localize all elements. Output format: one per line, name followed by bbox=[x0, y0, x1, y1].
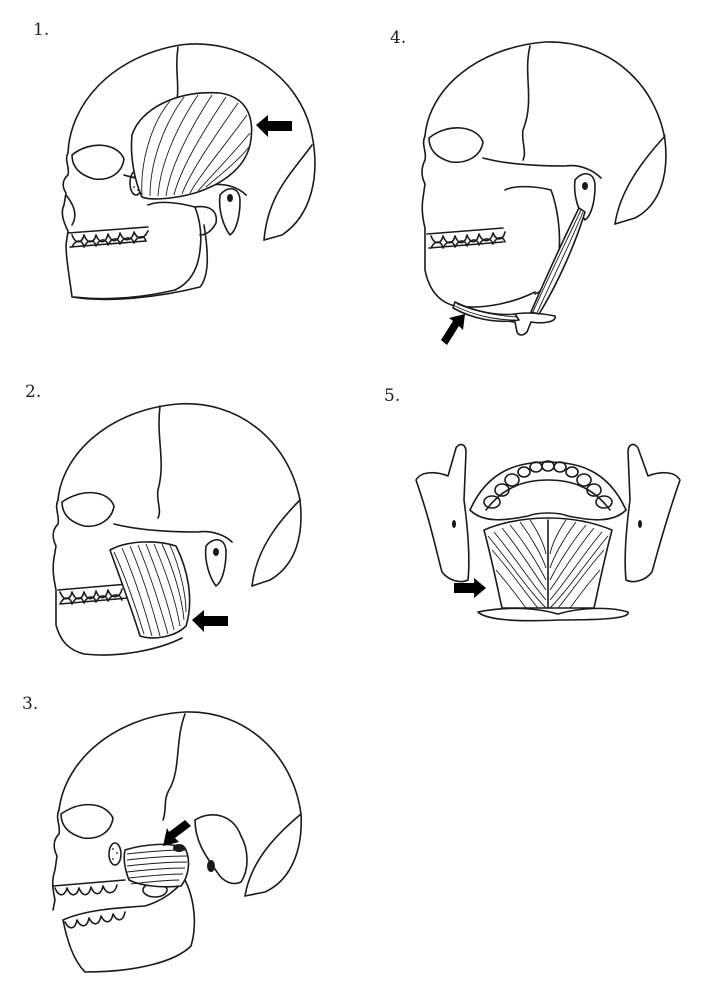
arrow-icon bbox=[192, 610, 228, 632]
mandible-icon bbox=[415, 443, 681, 622]
skull-lateral-pterygoid-figure bbox=[51, 711, 302, 973]
mandible-mylohyoid-figure bbox=[415, 443, 681, 622]
skull-digastric-figure bbox=[421, 41, 667, 345]
skull-icon bbox=[51, 711, 302, 973]
panel-4-label: 4. bbox=[390, 28, 407, 48]
skull-icon bbox=[421, 41, 667, 336]
panel-2-label: 2. bbox=[25, 382, 42, 402]
lateral-pterygoid-muscle bbox=[123, 843, 190, 888]
masseter-muscle bbox=[109, 541, 191, 639]
panel-1-label: 1. bbox=[33, 20, 50, 40]
skull-temporalis-figure bbox=[61, 43, 316, 301]
panel-3-label: 3. bbox=[22, 694, 39, 714]
digastric-muscle bbox=[452, 207, 586, 323]
skull-masseter-figure bbox=[52, 403, 302, 656]
arrow-icon bbox=[454, 578, 486, 598]
temporalis-muscle bbox=[130, 91, 253, 200]
skull-icon bbox=[52, 403, 302, 656]
arrow-icon bbox=[256, 115, 292, 137]
arrow-icon bbox=[441, 314, 465, 345]
mylohyoid-muscle bbox=[483, 517, 613, 609]
panel-5-label: 5. bbox=[384, 386, 401, 406]
arrow-icon bbox=[163, 820, 191, 846]
